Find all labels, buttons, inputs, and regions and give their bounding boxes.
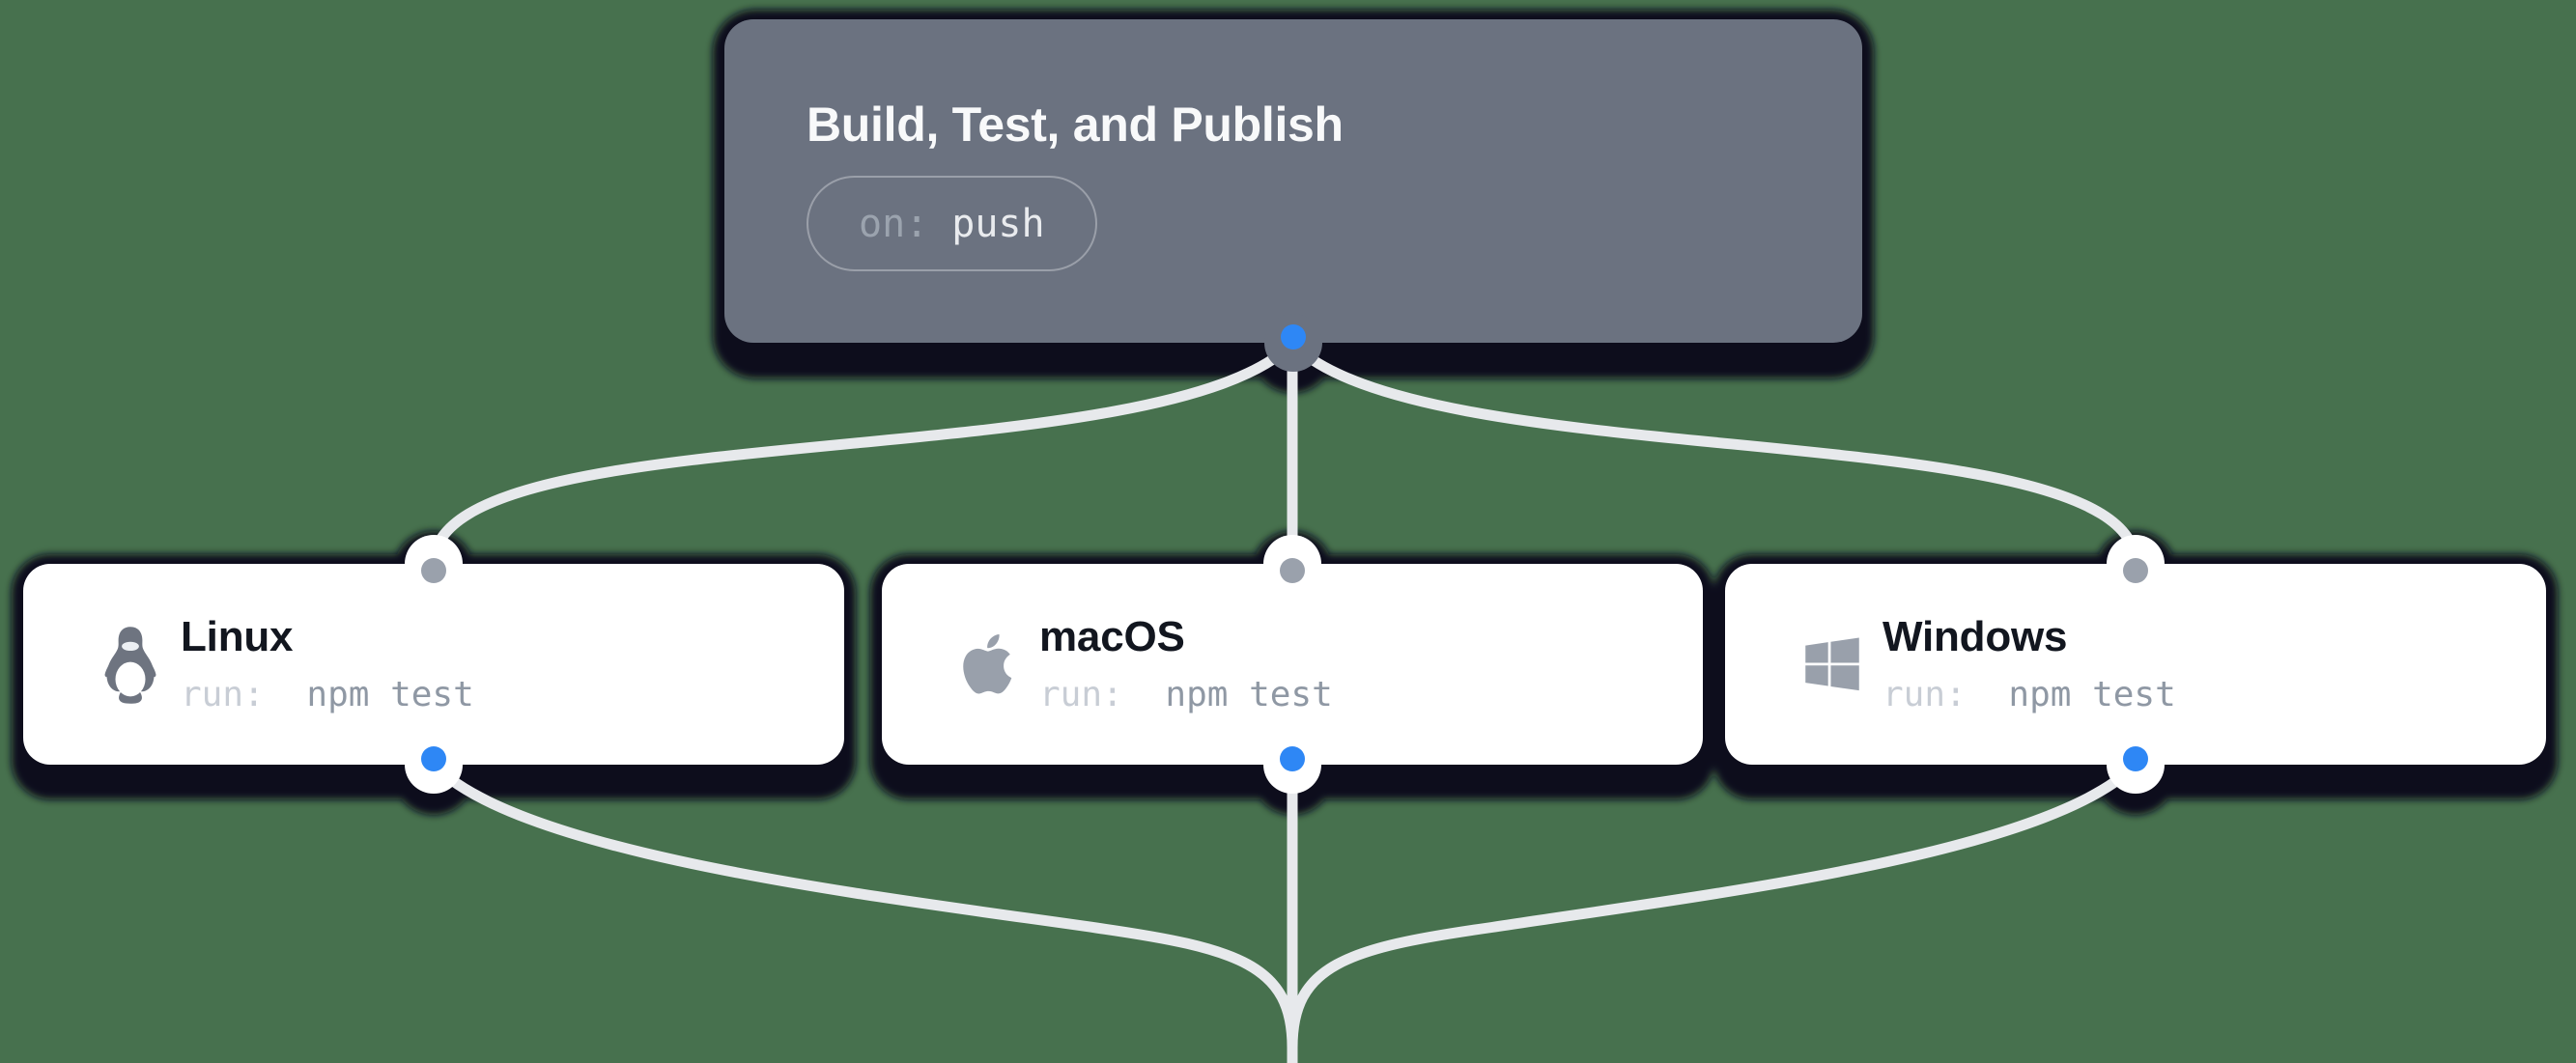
job-text-block: Windows run: npm test	[1882, 612, 2176, 716]
run-label: run:	[1882, 675, 1967, 714]
job-text-block: Linux run: npm test	[181, 612, 474, 716]
job-run-line: run: npm test	[1039, 674, 1333, 716]
port-dot-gray	[421, 558, 446, 583]
macos-input-port	[1263, 535, 1321, 593]
job-run-line: run: npm test	[1882, 674, 2176, 716]
edge-linux-out	[428, 759, 1298, 1053]
job-node-linux[interactable]: Linux run: npm test	[23, 535, 844, 794]
job-node-windows[interactable]: Windows run: npm test	[1725, 535, 2546, 794]
linux-penguin-icon	[94, 623, 167, 706]
windows-output-port	[2107, 736, 2165, 794]
port-dot-gray	[2123, 558, 2148, 583]
badge-on-label: on:	[859, 201, 929, 246]
apple-icon	[952, 624, 1026, 705]
windows-input-port	[2107, 535, 2165, 593]
run-label: run:	[181, 675, 265, 714]
workflow-trigger-node[interactable]: Build, Test, and Publish on: push	[724, 19, 1862, 372]
port-dot-blue	[1280, 746, 1305, 771]
port-dot-gray	[1280, 558, 1305, 583]
connector-lines	[428, 338, 2141, 1063]
linux-input-port	[405, 535, 463, 593]
port-dot-blue	[1281, 324, 1306, 350]
run-label: run:	[1039, 675, 1123, 714]
trigger-title: Build, Test, and Publish	[807, 98, 1344, 152]
windows-icon	[1796, 629, 1869, 700]
macos-output-port	[1263, 736, 1321, 794]
edge-windows-out	[1287, 759, 2141, 1053]
run-command: npm test	[2008, 675, 2176, 714]
trigger-output-port	[1264, 314, 1322, 372]
port-dot-blue	[2123, 746, 2148, 771]
job-title-windows: Windows	[1882, 613, 2068, 660]
job-title-linux: Linux	[181, 613, 294, 660]
run-command: npm test	[306, 675, 474, 714]
port-dot-blue	[421, 746, 446, 771]
badge-event-value: push	[951, 201, 1045, 246]
edge-trigger-windows	[1287, 338, 2141, 570]
job-node-macos[interactable]: macOS run: npm test	[882, 535, 1703, 794]
linux-output-port	[405, 736, 463, 794]
edge-trigger-linux	[428, 338, 1298, 570]
run-command: npm test	[1165, 675, 1333, 714]
trigger-event-badge: on: push	[807, 176, 1097, 271]
job-text-block: macOS run: npm test	[1039, 612, 1333, 716]
job-run-line: run: npm test	[181, 674, 474, 716]
job-title-macos: macOS	[1039, 613, 1185, 660]
